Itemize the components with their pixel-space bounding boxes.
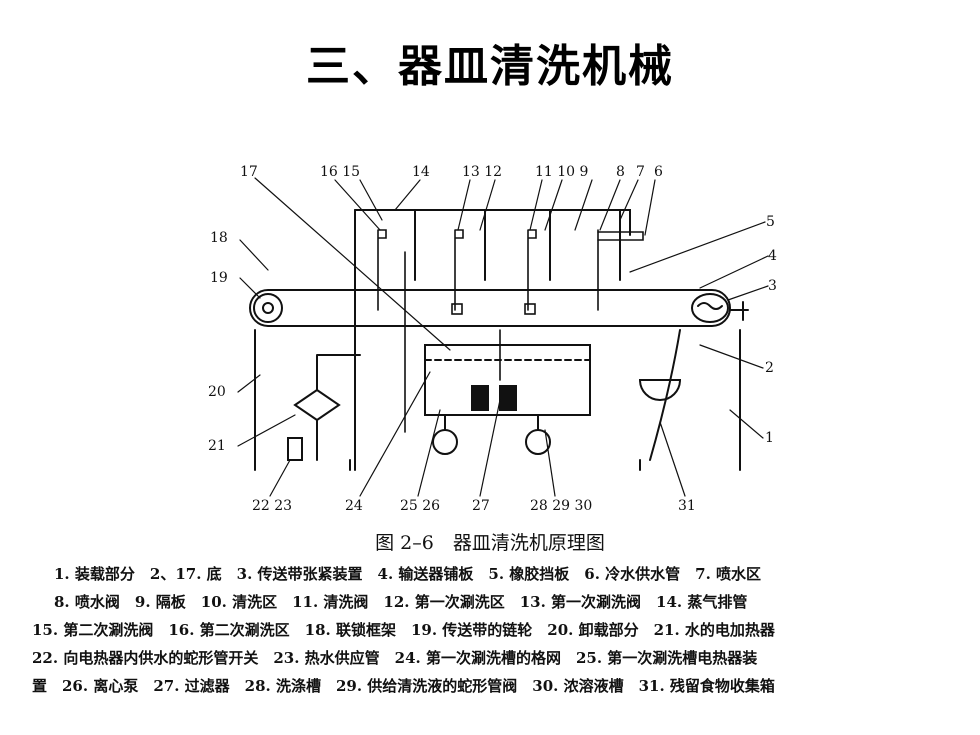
dishwasher-schematic: 17 16 15 14 13 12 11 10 9 8 7 6 5 18 4 1… — [208, 164, 777, 514]
callout-24: 24 — [345, 498, 363, 514]
callout-16-15: 16 15 — [320, 164, 360, 180]
heater — [293, 388, 341, 422]
conveyor-belt — [249, 289, 731, 327]
pump-left — [432, 429, 458, 455]
callout-3: 3 — [768, 278, 777, 294]
callout-20: 20 — [208, 384, 226, 400]
legend-line: 1. 装载部分 2、17. 底 3. 传送带张紧装置 4. 输送器铺板 5. 橡… — [54, 565, 762, 583]
figure-caption: 图 2–6 器皿清洗机原理图 — [375, 532, 605, 554]
callout-31: 31 — [678, 498, 696, 514]
callout-14: 14 — [412, 164, 430, 180]
callout-11-10-9: 11 10 9 — [535, 164, 588, 180]
legend-line: 15. 第二次涮洗阀 16. 第二次涮洗区 18. 联锁框架 19. 传送带的链… — [32, 621, 775, 639]
legend-line: 8. 喷水阀 9. 隔板 10. 清洗区 11. 清洗阀 12. 第一次涮洗区 … — [54, 593, 748, 611]
machine-housing — [354, 209, 631, 236]
callout-25-26: 25 26 — [400, 498, 440, 514]
callout-6: 6 — [654, 164, 663, 180]
callout-8: 8 — [616, 164, 625, 180]
callout-2: 2 — [765, 360, 774, 376]
tension-roller — [691, 293, 729, 323]
callout-5: 5 — [766, 214, 775, 230]
callout-1: 1 — [765, 430, 774, 446]
callout-27: 27 — [472, 498, 490, 514]
legend-line: 22. 向电热器内供水的蛇形管开关 23. 热水供应管 24. 第一次涮洗槽的格… — [32, 649, 758, 667]
legend-line: 置 26. 离心泵 27. 过滤器 28. 洗涤槽 29. 供给清洗液的蛇形管阀… — [32, 677, 775, 695]
callout-18: 18 — [210, 230, 228, 246]
callout-17: 17 — [240, 164, 258, 180]
sprocket-left — [253, 293, 283, 323]
callout-22-23: 22 23 — [252, 498, 292, 514]
page-title: 三、器皿清洗机械 — [306, 41, 674, 92]
legend: 1. 装载部分 2、17. 底 3. 传送带张紧装置 4. 输送器铺板 5. 橡… — [22, 560, 962, 700]
food-box — [638, 379, 682, 401]
callout-19: 19 — [210, 270, 228, 286]
callout-21: 21 — [208, 438, 226, 454]
callout-13-12: 13 12 — [462, 164, 502, 180]
callout-28-29-30: 28 29 30 — [530, 498, 592, 514]
callout-4: 4 — [768, 248, 777, 264]
callout-7: 7 — [636, 164, 645, 180]
